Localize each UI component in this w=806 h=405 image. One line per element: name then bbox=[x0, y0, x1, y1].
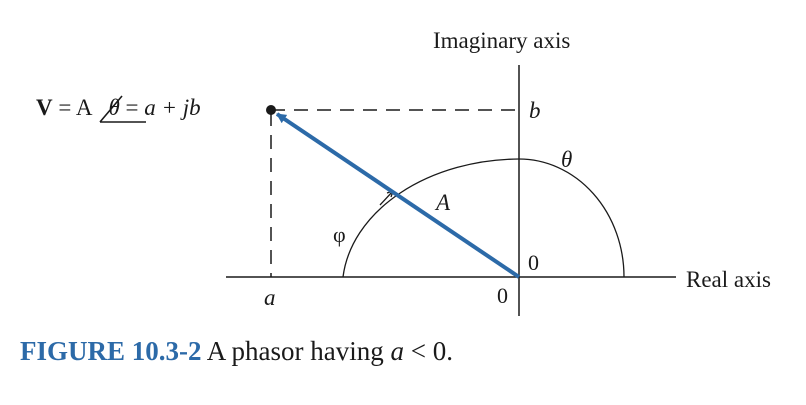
figure-caption: FIGURE 10.3-2 A phasor having a < 0. bbox=[20, 336, 453, 367]
phasor-arrow bbox=[275, 112, 521, 279]
angle-symbol-icon bbox=[99, 95, 146, 123]
equation-magnitude: A bbox=[76, 95, 93, 120]
theta-label: θ bbox=[561, 147, 572, 172]
equation-eq1: = bbox=[53, 95, 76, 120]
phasor-tip-point bbox=[266, 105, 276, 115]
magnitude-label: A bbox=[434, 190, 451, 215]
theta-arc bbox=[342, 158, 625, 278]
equation-eq2: = bbox=[120, 95, 144, 120]
real-axis-label: Real axis bbox=[686, 267, 771, 292]
equation-theta: θ bbox=[108, 95, 119, 120]
caption-text-after: < 0. bbox=[404, 336, 453, 366]
phasor-diagram: Imaginary axis Real axis b a 0 0 θ φ A V… bbox=[36, 28, 771, 316]
a-label: a bbox=[264, 285, 276, 310]
b-label: b bbox=[529, 98, 541, 123]
origin-label-imag: 0 bbox=[528, 250, 539, 275]
equation-b: b bbox=[189, 95, 201, 120]
equation-plus-j: + j bbox=[156, 95, 189, 120]
equation-v: V bbox=[36, 95, 53, 120]
caption-text-before: A phasor having bbox=[201, 336, 391, 366]
phi-label: φ bbox=[333, 222, 346, 247]
caption-var: a bbox=[390, 336, 405, 366]
origin-label-real: 0 bbox=[497, 283, 508, 308]
imaginary-axis-label: Imaginary axis bbox=[433, 28, 570, 53]
caption-text: A phasor having a < 0. bbox=[202, 336, 453, 366]
equation-a: a bbox=[144, 95, 156, 120]
figure-id: FIGURE 10.3-2 bbox=[20, 336, 202, 366]
